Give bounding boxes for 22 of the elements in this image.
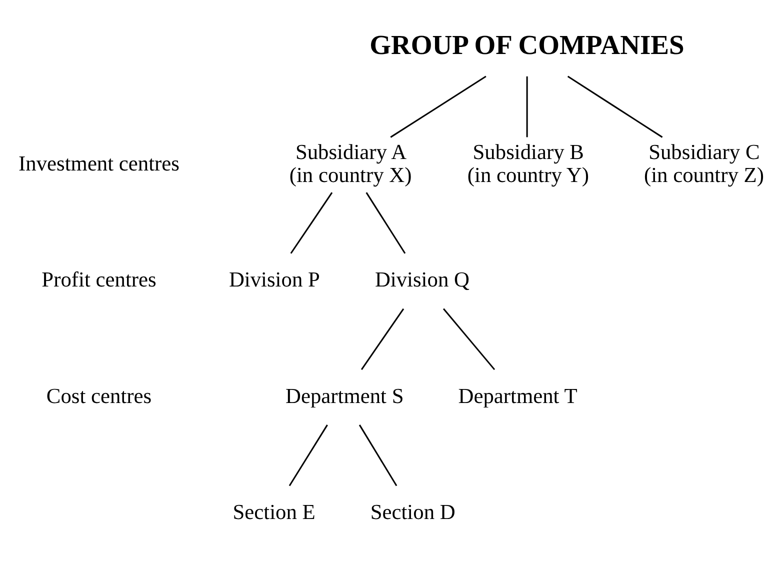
connector xyxy=(567,75,663,138)
node-text: Division P xyxy=(228,267,320,292)
node-text: Subsidiary B (in country Y) xyxy=(467,140,590,186)
node-text: Department S xyxy=(286,383,404,408)
connector xyxy=(526,76,528,137)
node-text: Section E xyxy=(232,500,316,524)
connector xyxy=(288,424,328,486)
connector xyxy=(290,192,333,254)
node-text: Division Q xyxy=(374,267,470,292)
node-text: GROUP OF COMPANIES xyxy=(370,28,684,60)
node-text: Subsidiary A (in country X) xyxy=(289,140,412,186)
node-text: Section D xyxy=(370,500,456,524)
node-text: Department T xyxy=(458,383,578,408)
connector xyxy=(358,424,398,486)
connector xyxy=(366,192,406,254)
label: Investment centres xyxy=(18,150,180,175)
connector xyxy=(442,308,496,370)
node-text: Subsidiary C (in country Z) xyxy=(644,140,764,186)
connector xyxy=(360,308,404,370)
label: Profit centres xyxy=(42,267,156,292)
connector xyxy=(390,75,486,138)
label: Cost centres xyxy=(46,383,152,408)
